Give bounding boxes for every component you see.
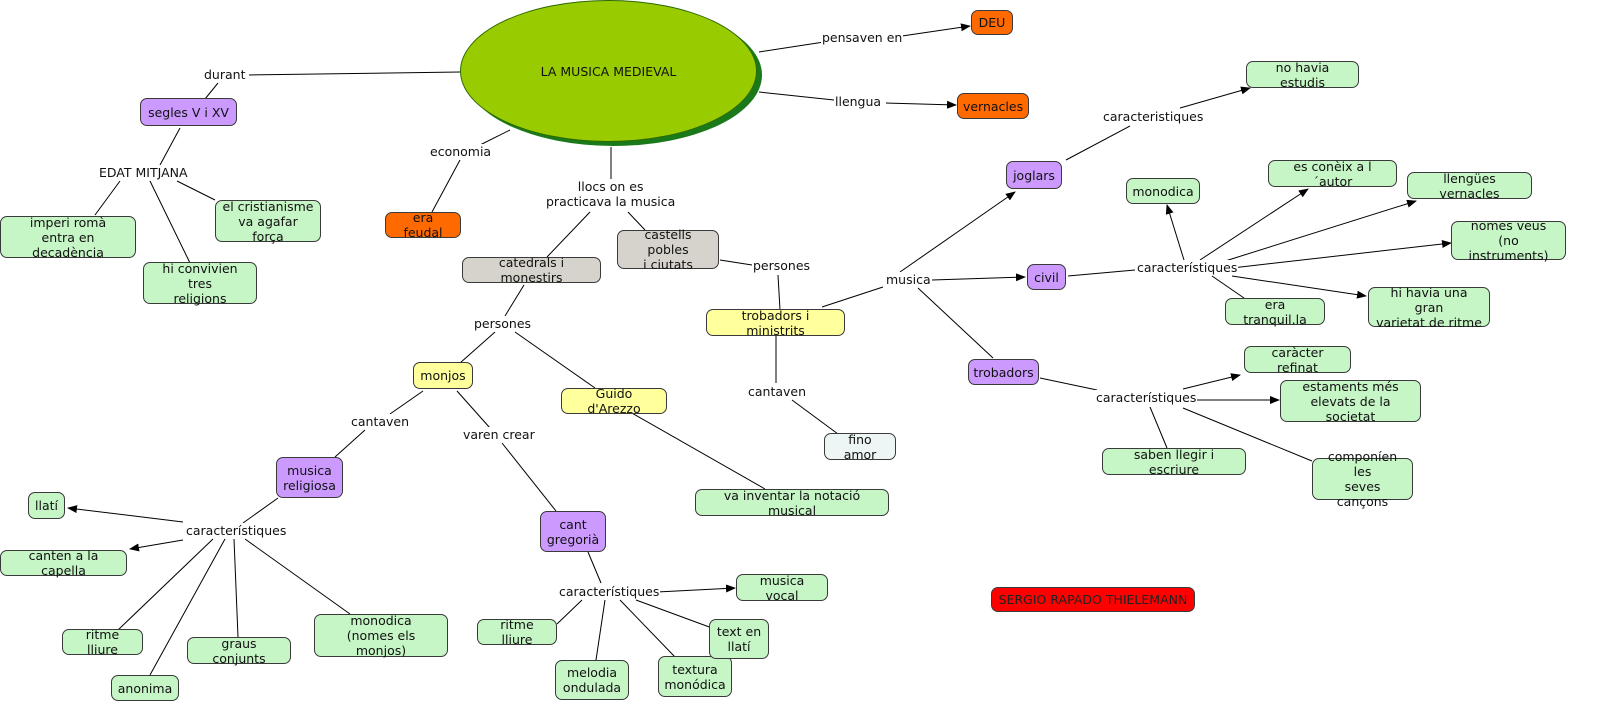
node-anonima[interactable]: anonima (111, 675, 179, 701)
link-label-persones-1: persones (473, 316, 533, 331)
link-label-economia: economia (429, 144, 493, 159)
node-era-tranquila[interactable]: era tranquil.la (1225, 297, 1325, 327)
link-label-caract-religiosa: característiques (185, 523, 288, 538)
node-monodica-civil[interactable]: monodica (1126, 178, 1200, 204)
link-label-llocs: llocs on es practicava la musica (545, 179, 677, 209)
node-componien[interactable]: componíen les seves cançons (1312, 449, 1413, 509)
link-label-llengua: llengua (834, 94, 883, 109)
link-label-caract-gregoria: característiques (558, 584, 661, 599)
node-ritme-lliure-2[interactable]: ritme lliure (477, 617, 557, 647)
node-guido[interactable]: Guido d'Arezzo (561, 386, 667, 416)
node-no-havia-estudis[interactable]: no havia estudis (1246, 60, 1359, 90)
node-melodia-ondulada[interactable]: melodia ondulada (555, 660, 629, 700)
node-joglars[interactable]: joglars (1006, 161, 1062, 189)
node-trobadors-ministrits[interactable]: trobadors i ministrits (706, 308, 845, 338)
node-cant-gregoria[interactable]: cant gregorià (540, 511, 606, 552)
link-label-caract-joglars: caracteristiques (1102, 109, 1205, 124)
node-varietat-ritme[interactable]: hi havia una gran varietat de ritme (1368, 285, 1490, 330)
link-label-cantaven-2: cantaven (747, 384, 808, 399)
node-segles[interactable]: segles V i XV (140, 98, 237, 126)
node-estaments[interactable]: estaments més elevats de la societat (1280, 379, 1421, 424)
link-label-edat: EDAT MITJANA (98, 165, 189, 180)
node-castells[interactable]: castells pobles i ciutats (617, 227, 719, 272)
link-label-musica: musica (885, 272, 932, 287)
node-era-feudal[interactable]: era feudal (385, 210, 461, 240)
link-label-persones-2: persones (752, 258, 812, 273)
node-saben-llegir[interactable]: saben llegir i escriure (1102, 447, 1246, 477)
node-monjos[interactable]: monjos (413, 362, 473, 389)
link-label-pensaven: pensaven en (821, 30, 904, 45)
main-concept[interactable]: LA MUSICA MEDIEVAL (460, 0, 757, 142)
node-trobadors[interactable]: trobadors (968, 359, 1039, 385)
link-label-caract-trobadors: característiques (1095, 390, 1198, 405)
node-musica-religiosa[interactable]: musica religiosa (276, 457, 343, 498)
node-musica-vocal[interactable]: musica vocal (736, 573, 828, 603)
node-text-llati[interactable]: text en llatí (709, 619, 769, 659)
link-label-durant: durant (203, 67, 247, 82)
node-graus-conjunts[interactable]: graus conjunts (187, 636, 291, 666)
node-fino-amor[interactable]: fino amor (824, 432, 896, 462)
node-canten-capella[interactable]: canten a la capella (0, 548, 127, 578)
node-monodica-monjos[interactable]: monodica (nomes els monjos) (314, 613, 448, 658)
node-es-coneix-autor[interactable]: es conèix a l´autor (1268, 159, 1397, 189)
node-notacio[interactable]: va inventar la notació musical (695, 488, 889, 518)
link-label-varen-crear: varen crear (462, 427, 536, 442)
link-label-cantaven-1: cantaven (350, 414, 411, 429)
node-nomes-veus[interactable]: nomes veus (no instruments) (1451, 218, 1566, 263)
node-catedrals[interactable]: catedrals i monestirs (462, 255, 601, 285)
node-llati[interactable]: llatí (28, 492, 65, 519)
node-llengues-vernacles[interactable]: llengües vernacles (1407, 171, 1532, 201)
node-tres-religions[interactable]: hi convivien tres religions (143, 261, 257, 306)
node-textura-monodica[interactable]: textura monódica (658, 656, 732, 697)
node-civil[interactable]: civil (1027, 264, 1066, 290)
node-vernacles[interactable]: vernacles (957, 93, 1029, 119)
author-badge[interactable]: SERGIO RAPADO THIELEMANN (991, 587, 1195, 612)
node-deu[interactable]: DEU (971, 10, 1013, 35)
node-imperi-roma[interactable]: imperi romà entra en decadència (0, 215, 136, 260)
link-label-caract-civil: característiques (1136, 260, 1239, 275)
node-cristianisme[interactable]: el cristianisme va agafar força (215, 199, 321, 244)
node-caracter-refinat[interactable]: caràcter refinat (1244, 345, 1351, 375)
node-ritme-lliure-1[interactable]: ritme lliure (62, 627, 143, 657)
